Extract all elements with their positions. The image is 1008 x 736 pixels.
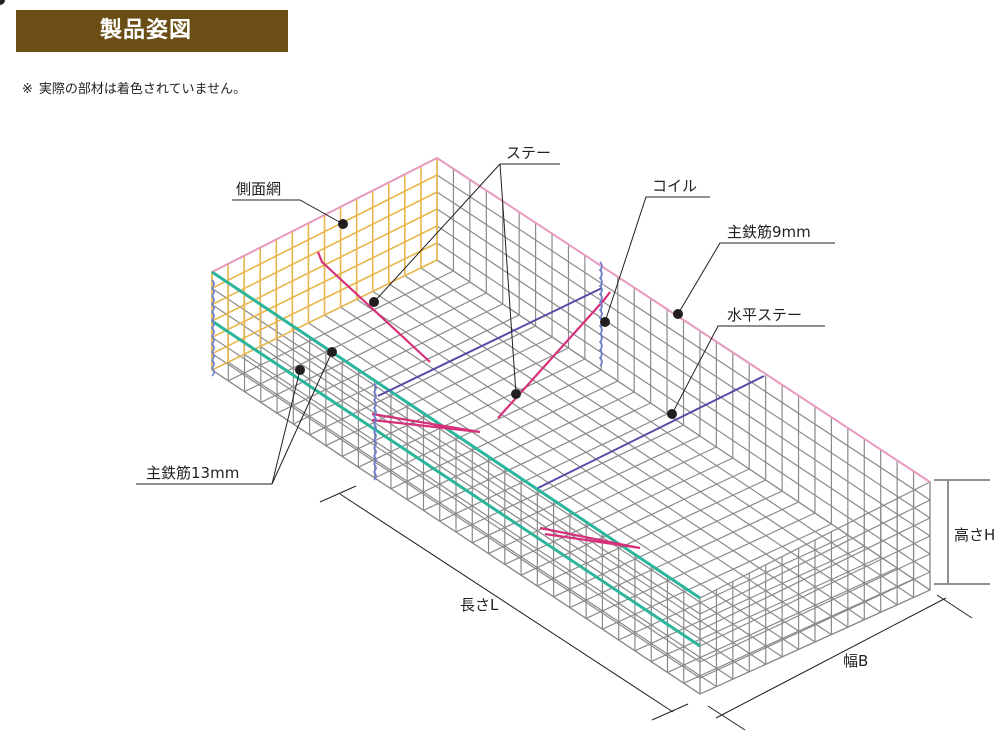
label-coil: コイル xyxy=(652,177,697,195)
end-panel-wire xyxy=(699,499,931,615)
section-header: 製品姿図 xyxy=(16,10,288,52)
back-side-wire xyxy=(436,191,931,519)
front-side-wire xyxy=(211,304,701,631)
label-stay: ステー xyxy=(506,144,551,162)
horizontal-stay xyxy=(377,287,603,397)
leader-main-bar-13-line xyxy=(271,351,333,485)
leader-coil-line xyxy=(604,196,710,323)
front-side-wire xyxy=(211,336,701,663)
front-side-wire xyxy=(211,369,701,695)
back-side-wire xyxy=(436,259,931,591)
label-main-bar-13: 主鉄筋13mm xyxy=(146,464,239,482)
back-side-wire xyxy=(436,225,931,555)
main-bar-9mm xyxy=(211,157,438,273)
leader-coil-dot xyxy=(600,317,610,327)
leader-main-bar-13-dot xyxy=(327,347,337,357)
end-panel-wire xyxy=(699,553,931,663)
horizontal-stay xyxy=(537,375,765,489)
note: ※ 実際の部材は着色されていません。 xyxy=(22,78,246,97)
end-panel-wire xyxy=(699,571,931,679)
side-mesh-wire xyxy=(211,259,438,371)
side-mesh-wire xyxy=(211,191,438,306)
leader-lines xyxy=(0,0,835,485)
label-side-mesh: 側面網 xyxy=(236,180,281,198)
leader-main-bar-9-dot xyxy=(673,309,683,319)
leader-horizontal-stay-line xyxy=(671,325,825,415)
label-width: 幅B xyxy=(843,652,868,670)
leader-main-bar-13-line xyxy=(271,369,301,485)
reinforcement-bars xyxy=(210,157,931,648)
end-panel-wire xyxy=(699,535,931,647)
dimension-height xyxy=(934,479,990,585)
leader-stay-dot xyxy=(511,389,521,399)
side-mesh-wire xyxy=(211,174,438,290)
back-side-wire xyxy=(436,174,931,501)
leader-stay-line xyxy=(499,163,517,395)
leader-main-bar-13-dot xyxy=(295,365,305,375)
label-main-bar-9: 主鉄筋9mm xyxy=(727,223,811,241)
floor-wire xyxy=(307,322,800,651)
leader-side-mesh-dot xyxy=(338,219,348,229)
stay xyxy=(371,412,481,434)
end-panel-wire xyxy=(699,481,931,599)
main-bar-13mm xyxy=(211,319,701,648)
note-text: 実際の部材は着色されていません。 xyxy=(38,82,247,97)
leader-horizontal-stay-dot xyxy=(667,409,677,419)
coil xyxy=(598,261,603,367)
section-title: 製品姿図 xyxy=(100,18,193,43)
coil xyxy=(372,383,377,481)
front-side-wire xyxy=(211,287,701,615)
front-side-wire xyxy=(211,353,701,679)
main-bar-13mm xyxy=(211,270,701,600)
side-mesh-wire xyxy=(211,225,438,339)
stay xyxy=(316,251,431,363)
coil xyxy=(210,279,215,377)
leader-stay-dot xyxy=(369,297,379,307)
end-panel-wire xyxy=(699,589,931,695)
leader-stay-line xyxy=(373,163,501,303)
end-panel-wire xyxy=(699,517,931,631)
main-bar-9mm xyxy=(436,157,931,483)
back-side-wire xyxy=(436,208,931,537)
label-height: 高さH xyxy=(954,526,995,544)
side-mesh-wire xyxy=(211,242,438,355)
leader-side-mesh-line xyxy=(232,199,344,225)
leader-main-bar-9-line xyxy=(677,242,835,315)
stay xyxy=(539,526,641,550)
stay xyxy=(497,291,611,419)
back-side-wire xyxy=(436,242,931,573)
label-horizontal-stay: 水平ステー xyxy=(727,306,802,324)
wire-mesh xyxy=(211,157,931,695)
note-mark: ※ xyxy=(22,82,33,97)
label-length: 長さL xyxy=(460,596,499,614)
dimension-length xyxy=(319,485,689,721)
leader-stay-top-dot xyxy=(0,0,5,5)
dimension-width xyxy=(707,594,973,731)
